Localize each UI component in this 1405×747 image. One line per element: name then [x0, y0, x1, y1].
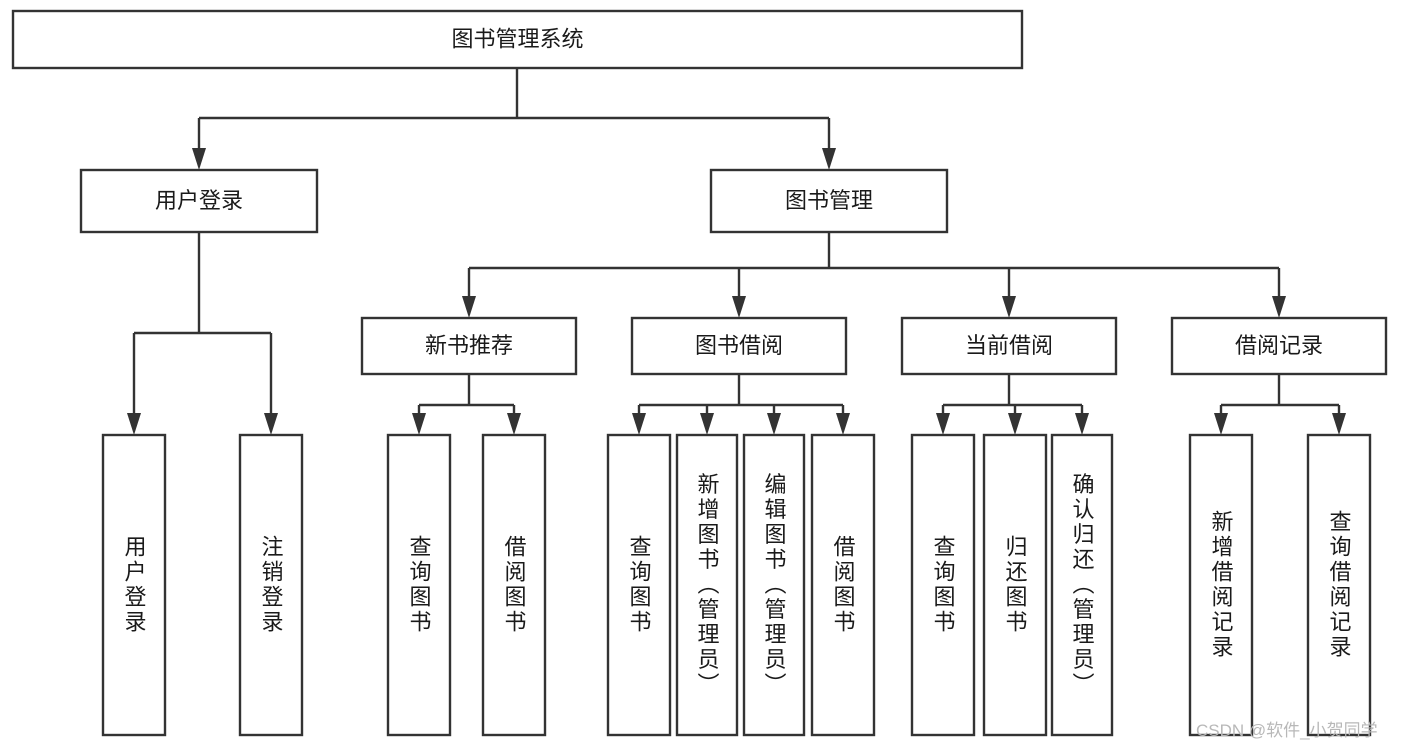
node-leaf-query-book-3[interactable]: 查询图书	[910, 433, 976, 737]
arrow-head-icon	[1002, 296, 1016, 318]
node-label: 新增图书（管理员）	[695, 473, 720, 698]
edge-bookborrow-to-leaves	[632, 374, 850, 435]
edge-currentborrow-to-leaves	[936, 374, 1089, 435]
node-root[interactable]: 图书管理系统	[11, 9, 1024, 70]
node-label: 查询图书	[931, 535, 956, 635]
arrow-head-icon	[462, 296, 476, 318]
arrow-head-icon	[1214, 413, 1228, 435]
node-box[interactable]	[1050, 433, 1114, 737]
node-label: 用户登录	[122, 535, 147, 635]
node-box[interactable]	[675, 433, 739, 737]
node-box[interactable]	[79, 168, 319, 234]
arrow-head-icon	[767, 413, 781, 435]
node-leaf-return-book[interactable]: 归还图书	[982, 433, 1048, 737]
node-borrow-record[interactable]: 借阅记录	[1170, 316, 1388, 376]
node-box[interactable]	[810, 433, 876, 737]
node-leaf-confirm-return[interactable]: 确认归还（管理员）	[1050, 433, 1114, 737]
node-box[interactable]	[982, 433, 1048, 737]
edge-root-to-level2	[192, 68, 836, 170]
node-new-book-recommend[interactable]: 新书推荐	[360, 316, 578, 376]
node-box[interactable]	[360, 316, 578, 376]
arrow-head-icon	[412, 413, 426, 435]
node-box[interactable]	[238, 433, 304, 737]
arrow-head-icon	[1008, 413, 1022, 435]
node-leaf-query-book-2[interactable]: 查询图书	[606, 433, 672, 737]
node-label: 查询图书	[627, 535, 652, 635]
node-box[interactable]	[1188, 433, 1254, 737]
connector-layer	[127, 68, 1346, 435]
node-book-borrow[interactable]: 图书借阅	[630, 316, 848, 376]
node-box[interactable]	[481, 433, 547, 737]
arrow-head-icon	[192, 148, 206, 170]
arrow-head-icon	[632, 413, 646, 435]
arrow-head-icon	[836, 413, 850, 435]
node-box[interactable]	[101, 433, 167, 737]
node-leaf-borrow-book-1[interactable]: 借阅图书	[481, 433, 547, 737]
edge-borrowrecord-to-leaves	[1214, 374, 1346, 435]
arrow-head-icon	[822, 148, 836, 170]
node-label: 图书管理系统	[451, 26, 583, 51]
arrow-head-icon	[264, 413, 278, 435]
node-label: 借阅图书	[831, 535, 856, 635]
node-book-manage[interactable]: 图书管理	[709, 168, 949, 234]
node-label: 图书借阅	[695, 333, 783, 358]
node-label: 确认归还（管理员）	[1070, 473, 1095, 698]
node-label: 新书推荐	[425, 333, 513, 358]
arrow-head-icon	[1075, 413, 1089, 435]
arrow-head-icon	[1332, 413, 1346, 435]
node-leaf-query-book-1[interactable]: 查询图书	[386, 433, 452, 737]
node-leaf-query-record[interactable]: 查询借阅记录	[1306, 433, 1372, 737]
arrow-head-icon	[1272, 296, 1286, 318]
node-user-login[interactable]: 用户登录	[79, 168, 319, 234]
arrow-head-icon	[936, 413, 950, 435]
node-box[interactable]	[709, 168, 949, 234]
edge-bookmanage-to-level3	[462, 232, 1286, 318]
node-leaf-add-book[interactable]: 新增图书（管理员）	[675, 433, 739, 737]
arrow-head-icon	[700, 413, 714, 435]
node-box[interactable]	[11, 9, 1024, 70]
node-box[interactable]	[1306, 433, 1372, 737]
node-label: 用户登录	[155, 188, 243, 213]
node-box[interactable]	[742, 433, 806, 737]
node-label: 注销登录	[259, 535, 284, 635]
node-box[interactable]	[606, 433, 672, 737]
node-leaf-user-logout[interactable]: 注销登录	[238, 433, 304, 737]
node-label: 借阅记录	[1235, 333, 1323, 358]
arrow-head-icon	[127, 413, 141, 435]
node-current-borrow[interactable]: 当前借阅	[900, 316, 1118, 376]
node-box[interactable]	[1170, 316, 1388, 376]
node-label: 归还图书	[1003, 535, 1028, 635]
node-leaf-add-record[interactable]: 新增借阅记录	[1188, 433, 1254, 737]
node-label: 查询图书	[407, 535, 432, 635]
arrow-head-icon	[732, 296, 746, 318]
node-leaf-user-login[interactable]: 用户登录	[101, 433, 167, 737]
node-label: 编辑图书（管理员）	[762, 473, 787, 698]
arrow-head-icon	[507, 413, 521, 435]
node-layer: 图书管理系统用户登录图书管理新书推荐图书借阅当前借阅借阅记录用户登录注销登录查询…	[11, 9, 1388, 737]
node-box[interactable]	[630, 316, 848, 376]
csdn-watermark: CSDN @软件_小贺同学	[1196, 721, 1378, 740]
node-box[interactable]	[910, 433, 976, 737]
node-box[interactable]	[386, 433, 452, 737]
edge-userlogin-to-leaves	[127, 232, 278, 435]
node-leaf-borrow-book-2[interactable]: 借阅图书	[810, 433, 876, 737]
node-label: 当前借阅	[965, 333, 1053, 358]
node-label: 图书管理	[785, 188, 873, 213]
edge-newbook-to-leaves	[412, 374, 521, 435]
node-label: 新增借阅记录	[1209, 510, 1234, 660]
node-leaf-edit-book[interactable]: 编辑图书（管理员）	[742, 433, 806, 737]
node-box[interactable]	[900, 316, 1118, 376]
node-label: 查询借阅记录	[1327, 510, 1352, 660]
node-label: 借阅图书	[502, 535, 527, 635]
